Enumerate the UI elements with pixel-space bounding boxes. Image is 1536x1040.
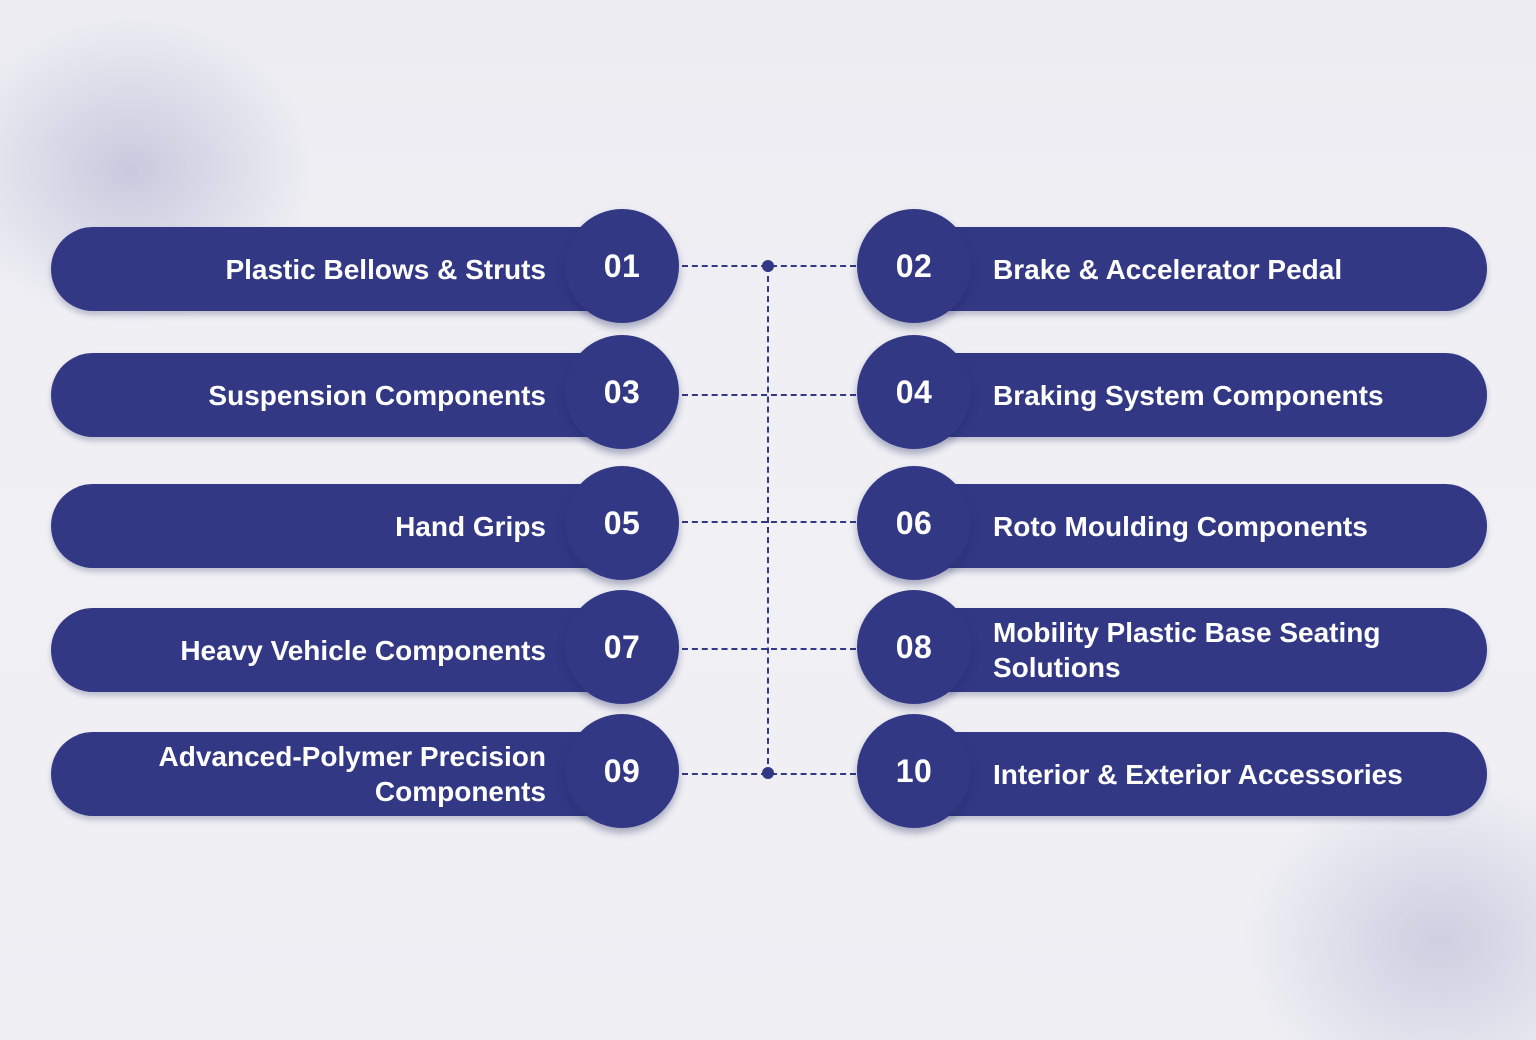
item-pill — [947, 732, 1487, 816]
connector-row-3 — [682, 521, 856, 523]
item-number-badge: 01 — [565, 209, 679, 323]
item-pill — [51, 484, 611, 568]
connector-dot-top — [762, 260, 774, 272]
item-04: Braking System Components 04 — [857, 335, 1487, 449]
item-06: Roto Moulding Components 06 — [857, 466, 1487, 580]
item-number-badge: 09 — [565, 714, 679, 828]
item-number-badge: 03 — [565, 335, 679, 449]
item-02: Brake & Accelerator Pedal 02 — [857, 209, 1487, 323]
item-label: Mobility Plastic Base Seating Solutions — [993, 617, 1381, 683]
item-label: Advanced-Polymer Precision Components — [158, 741, 546, 807]
item-pill — [51, 227, 611, 311]
item-label: Hand Grips — [395, 510, 546, 542]
item-03: Suspension Components 03 — [51, 335, 681, 449]
item-05: Hand Grips 05 — [51, 466, 681, 580]
item-pill — [947, 484, 1487, 568]
item-08: Mobility Plastic Base Seating Solutions … — [857, 590, 1487, 704]
item-10: Interior & Exterior Accessories 10 — [857, 714, 1487, 828]
item-number-badge: 08 — [857, 590, 971, 704]
item-label: Suspension Components — [208, 379, 546, 411]
item-label: Braking System Components — [993, 379, 1384, 411]
item-number-badge: 06 — [857, 466, 971, 580]
connector-row-2 — [682, 394, 856, 396]
item-number-badge: 04 — [857, 335, 971, 449]
item-label: Brake & Accelerator Pedal — [993, 253, 1343, 285]
item-number-badge: 02 — [857, 209, 971, 323]
item-number-badge: 10 — [857, 714, 971, 828]
connector-dot-bottom — [762, 767, 774, 779]
item-label: Plastic Bellows & Struts — [225, 253, 546, 285]
center-connector-line — [767, 266, 769, 774]
item-label: Interior & Exterior Accessories — [993, 758, 1403, 790]
item-pill — [947, 227, 1487, 311]
item-pill — [51, 353, 611, 437]
item-label: Heavy Vehicle Components — [180, 634, 546, 666]
item-number-badge: 07 — [565, 590, 679, 704]
item-01: Plastic Bellows & Struts 01 — [51, 209, 681, 323]
item-09: Advanced-Polymer Precision Components 09 — [51, 714, 681, 828]
item-pill — [51, 608, 611, 692]
item-pill — [947, 608, 1487, 692]
item-pill — [947, 353, 1487, 437]
connector-row-4 — [682, 648, 856, 650]
item-07: Heavy Vehicle Components 07 — [51, 590, 681, 704]
item-label: Roto Moulding Components — [993, 510, 1368, 542]
item-number-badge: 05 — [565, 466, 679, 580]
item-pill — [51, 732, 611, 816]
